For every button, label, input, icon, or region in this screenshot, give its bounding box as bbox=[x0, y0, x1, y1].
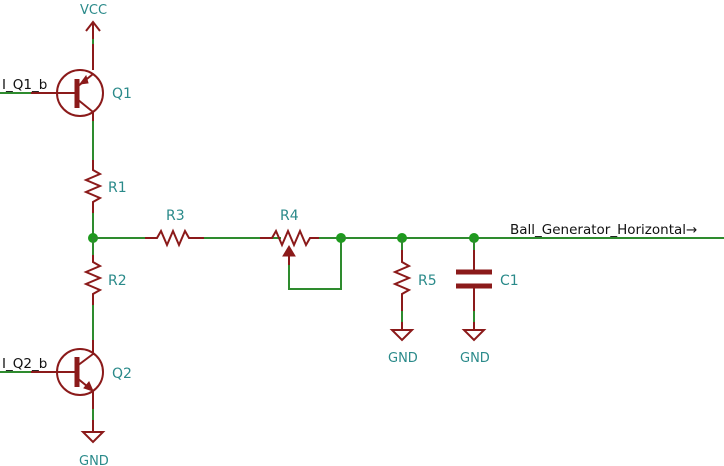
q1-emitter-arrow-icon bbox=[78, 74, 89, 85]
net-label-output[interactable]: Ball_Generator_Horizontal→ bbox=[510, 222, 697, 238]
net-label-q2-base[interactable]: I_Q2_b bbox=[2, 356, 47, 372]
r1-zigzag bbox=[83, 160, 103, 214]
r2-zigzag bbox=[83, 255, 103, 306]
resistor-r1[interactable]: R1 bbox=[83, 160, 127, 214]
gnd3-label: GND bbox=[460, 351, 490, 366]
net-label-q1-base[interactable]: I_Q1_b bbox=[2, 77, 47, 93]
q1-ref-label: Q1 bbox=[112, 86, 132, 102]
r3-ref-label: R3 bbox=[166, 208, 185, 224]
resistor-r5[interactable]: R5 bbox=[392, 250, 437, 312]
resistor-r2[interactable]: R2 bbox=[83, 255, 127, 306]
gnd1-label: GND bbox=[79, 454, 109, 466]
resistor-r3[interactable]: R3 bbox=[145, 208, 205, 248]
vcc-power-symbol[interactable]: VCC bbox=[80, 3, 107, 40]
q2-collector bbox=[76, 353, 94, 367]
r2-ref-label: R2 bbox=[108, 273, 127, 289]
potentiometer-r4[interactable]: R4 bbox=[260, 208, 320, 266]
wire-r4-wiper-loop bbox=[288, 237, 342, 290]
vcc-arrow-icon bbox=[85, 20, 101, 32]
gnd-symbol-1[interactable]: GND bbox=[79, 420, 109, 466]
c1-ref-label: C1 bbox=[500, 273, 519, 289]
gnd-symbol-3[interactable]: GND bbox=[460, 322, 490, 366]
r4-ref-label: R4 bbox=[280, 208, 299, 224]
r1-ref-label: R1 bbox=[108, 180, 127, 196]
gnd2-triangle-icon bbox=[389, 329, 415, 342]
gnd3-triangle-icon bbox=[461, 329, 487, 342]
gnd2-label: GND bbox=[388, 351, 418, 366]
r4-zigzag bbox=[260, 228, 320, 248]
vcc-label: VCC bbox=[80, 3, 107, 18]
r5-ref-label: R5 bbox=[418, 273, 437, 289]
capacitor-c1[interactable]: C1 bbox=[456, 250, 519, 312]
gnd-symbol-2[interactable]: GND bbox=[388, 322, 418, 366]
r3-zigzag bbox=[145, 228, 205, 248]
q1-collector bbox=[76, 98, 94, 113]
gnd1-triangle-icon bbox=[80, 431, 106, 444]
r4-wiper-arrow-icon bbox=[282, 245, 296, 257]
transistor-q1[interactable]: Q1 bbox=[30, 69, 132, 117]
q2-emitter-arrow-icon bbox=[83, 381, 94, 392]
transistor-q2[interactable]: Q2 bbox=[30, 348, 132, 396]
r5-zigzag bbox=[392, 250, 412, 312]
q2-ref-label: Q2 bbox=[112, 366, 132, 382]
